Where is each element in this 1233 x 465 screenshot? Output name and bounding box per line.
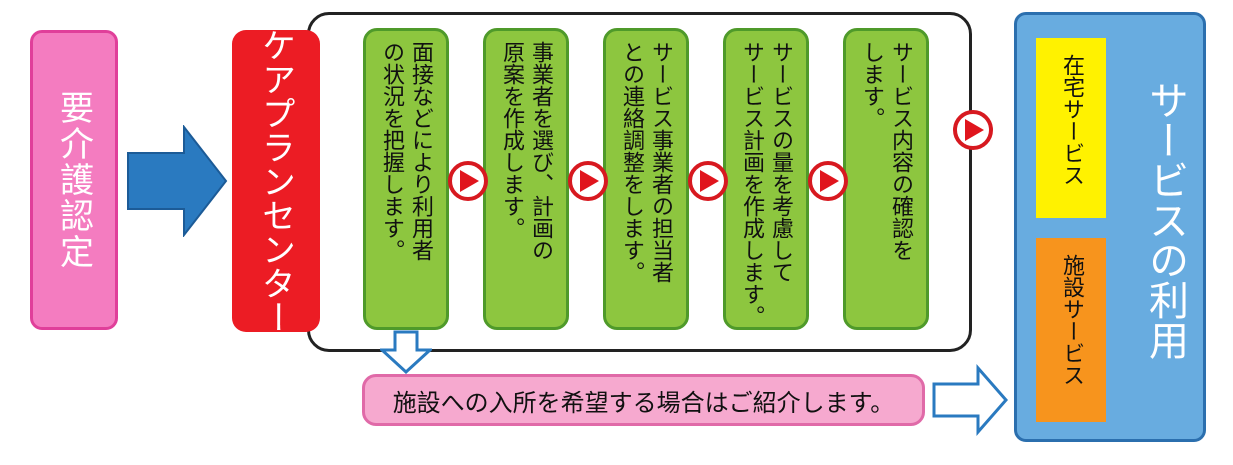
red-arrow-circle-icon <box>568 161 608 201</box>
shisetsu-service-box: 施設サービス <box>1036 238 1106 422</box>
step-5-box: サービス内容の確認を します。 <box>843 28 929 330</box>
facility-intro-text: 施設への入所を希望する場合はご紹介します。 <box>392 388 895 417</box>
step-2-label: 事業者を選び、計画の 原案を作成します。 <box>499 41 553 261</box>
careplan-center-label: ケアプランセンター <box>255 28 296 334</box>
right-arrow-icon <box>932 364 1008 436</box>
youkaigo-label: 要介護認定 <box>53 90 94 270</box>
step-3-box: サービス事業者の担当者 との連絡調整をします。 <box>603 28 689 330</box>
step-3-label: サービス事業者の担当者 との連絡調整をします。 <box>619 41 673 283</box>
red-arrow-circle-icon <box>448 161 488 201</box>
zaitaku-service-box: 在宅サービス <box>1036 38 1106 218</box>
step-1-label: 面接などにより利用者 の状況を把握します。 <box>379 41 433 261</box>
careplan-center-node: ケアプランセンター <box>232 28 320 334</box>
service-use-title-box: サービスの利用 <box>1140 80 1190 380</box>
red-arrow-circle-icon <box>688 161 728 201</box>
youkaigo-node: 要介護認定 <box>30 30 118 330</box>
step-1-box: 面接などにより利用者 の状況を把握します。 <box>363 28 449 330</box>
blue-arrow-icon <box>127 125 228 237</box>
red-arrow-circle-icon <box>953 110 993 150</box>
step-2-box: 事業者を選び、計画の 原案を作成します。 <box>483 28 569 330</box>
shisetsu-service-label: 施設サービス <box>1059 254 1084 386</box>
zaitaku-service-label: 在宅サービス <box>1059 54 1084 186</box>
step-5-label: サービス内容の確認を します。 <box>859 41 913 261</box>
facility-intro-note: 施設への入所を希望する場合はご紹介します。 <box>362 374 925 426</box>
service-use-title: サービスの利用 <box>1142 80 1188 360</box>
step-4-label: サービスの量を考慮して サービス計画を作成します。 <box>739 41 793 327</box>
down-arrow-icon <box>380 330 432 374</box>
red-arrow-circle-icon <box>808 161 848 201</box>
step-4-box: サービスの量を考慮して サービス計画を作成します。 <box>723 28 809 330</box>
